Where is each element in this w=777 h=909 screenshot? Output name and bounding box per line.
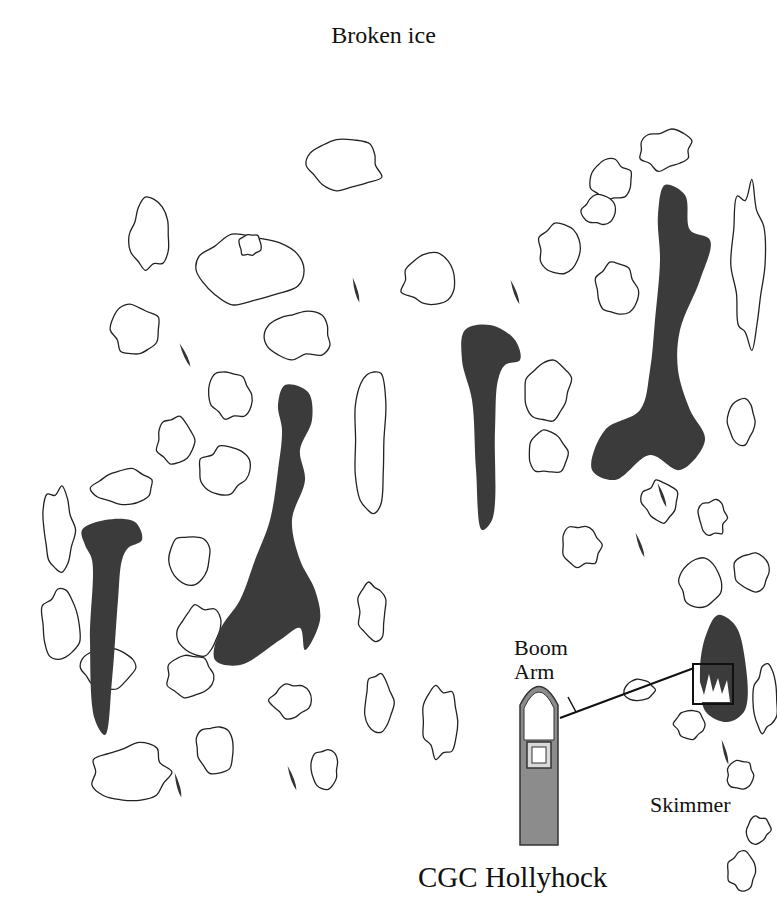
ice-floe — [753, 664, 777, 734]
ice-floe — [746, 816, 771, 845]
ice-floe — [311, 750, 338, 790]
oil-patches — [81, 185, 748, 735]
ice-floe — [529, 430, 568, 473]
ice-floe — [268, 684, 311, 719]
ice-floe — [358, 582, 386, 642]
oil-sliver — [656, 482, 668, 507]
ice-floe — [90, 468, 152, 504]
ship-hull — [520, 687, 558, 846]
ice-floe — [355, 372, 386, 514]
ice-floe — [423, 685, 458, 759]
oil-sliver — [351, 277, 361, 303]
ice-floe — [679, 558, 722, 608]
ice-floe — [728, 851, 756, 891]
oil-patch — [700, 615, 748, 722]
ice-floe — [169, 537, 210, 585]
ice-floe — [199, 445, 250, 495]
oil-sliver — [509, 279, 521, 304]
ice-floe — [698, 499, 728, 535]
skimmer-wake — [697, 674, 730, 702]
ice-floe — [196, 727, 233, 774]
ice-floe — [401, 252, 455, 304]
ice-floe — [640, 129, 692, 171]
boom-arm — [560, 668, 694, 718]
ice-floe — [306, 139, 382, 191]
ice-floe — [624, 679, 656, 700]
oil-sliver — [634, 532, 646, 557]
ice-floe — [563, 526, 603, 567]
ice-floe — [727, 760, 754, 789]
ice-floe — [264, 311, 330, 360]
oil-patch — [214, 384, 321, 665]
ship-window — [532, 747, 546, 763]
leader-line — [568, 697, 576, 712]
ice-floe — [538, 223, 580, 274]
ice-floe — [41, 588, 80, 659]
oil-patch — [591, 185, 711, 481]
ice-floe — [525, 360, 572, 421]
ice-floe — [731, 179, 766, 350]
ship-bow — [524, 692, 554, 740]
ice-floe — [239, 235, 261, 256]
ice-floe — [110, 304, 159, 354]
ice-floe — [727, 398, 755, 445]
oil-sliver — [286, 765, 298, 790]
ice-floe — [167, 655, 214, 698]
oil-sliver — [720, 739, 730, 765]
oil-sliver — [173, 772, 183, 798]
ice-floe — [196, 234, 304, 305]
oil-patch — [461, 324, 521, 530]
ice-floe — [673, 710, 705, 739]
ice-floe — [43, 486, 76, 572]
part-label: Boom Arm — [514, 636, 568, 684]
ice-floe — [734, 553, 769, 592]
oil-sliver — [178, 343, 192, 368]
ice-floe — [209, 372, 253, 419]
part-label: Skimmer — [650, 793, 731, 817]
ice-floe — [595, 262, 638, 314]
ice-floe — [129, 197, 169, 270]
ice-floe — [92, 742, 172, 800]
ice-floe — [581, 194, 616, 224]
skimmer-box — [693, 664, 733, 704]
ice-floes — [41, 129, 777, 891]
ice-floe — [365, 673, 395, 732]
diagram-title: Broken ice — [0, 22, 772, 48]
ship-bridge — [527, 742, 551, 768]
vessel — [520, 664, 733, 845]
ice-floe — [641, 480, 678, 524]
oil-patch — [81, 519, 142, 735]
oil-slivers — [173, 277, 730, 798]
ice-floe — [590, 159, 632, 200]
vessel-label: CGC Hollyhock — [418, 862, 607, 894]
ice-floe — [156, 416, 195, 464]
